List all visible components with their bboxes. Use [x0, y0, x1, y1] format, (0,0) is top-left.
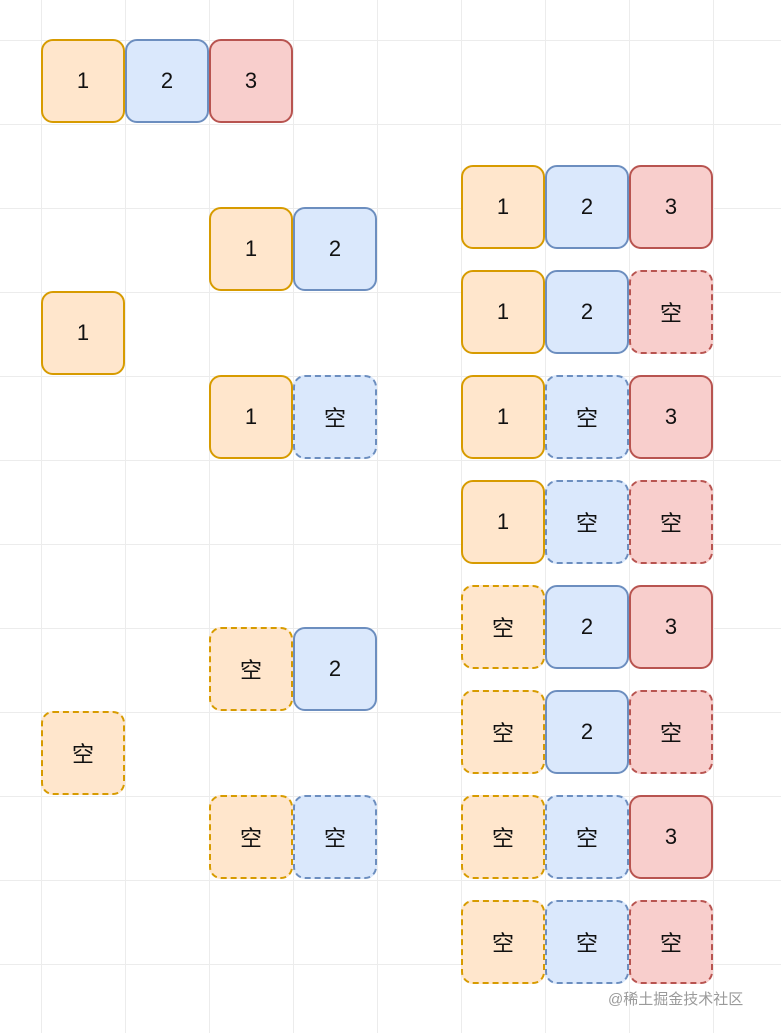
empty-node: 空	[461, 690, 545, 774]
value-node: 3	[629, 795, 713, 879]
value-node: 1	[461, 480, 545, 564]
value-node: 1	[461, 270, 545, 354]
value-node: 2	[545, 270, 629, 354]
value-node: 2	[545, 585, 629, 669]
value-node: 3	[209, 39, 293, 123]
empty-node: 空	[629, 900, 713, 984]
value-node: 3	[629, 165, 713, 249]
value-node: 1	[461, 375, 545, 459]
value-node: 3	[629, 585, 713, 669]
empty-node: 空	[545, 480, 629, 564]
value-node: 1	[209, 207, 293, 291]
empty-node: 空	[545, 900, 629, 984]
empty-node: 空	[293, 375, 377, 459]
value-node: 1	[461, 165, 545, 249]
empty-node: 空	[629, 690, 713, 774]
empty-node: 空	[209, 627, 293, 711]
empty-node: 空	[545, 795, 629, 879]
empty-node: 空	[629, 480, 713, 564]
value-node: 2	[293, 207, 377, 291]
empty-node: 空	[461, 795, 545, 879]
value-node: 2	[293, 627, 377, 711]
empty-node: 空	[461, 585, 545, 669]
value-node: 2	[545, 165, 629, 249]
value-node: 2	[545, 690, 629, 774]
value-node: 1	[41, 291, 125, 375]
empty-node: 空	[209, 795, 293, 879]
empty-node: 空	[293, 795, 377, 879]
value-node: 3	[629, 375, 713, 459]
watermark: @稀土掘金技术社区	[608, 991, 744, 1008]
value-node: 1	[209, 375, 293, 459]
value-node: 2	[125, 39, 209, 123]
empty-node: 空	[545, 375, 629, 459]
empty-node: 空	[629, 270, 713, 354]
empty-node: 空	[461, 900, 545, 984]
empty-node: 空	[41, 711, 125, 795]
value-node: 1	[41, 39, 125, 123]
